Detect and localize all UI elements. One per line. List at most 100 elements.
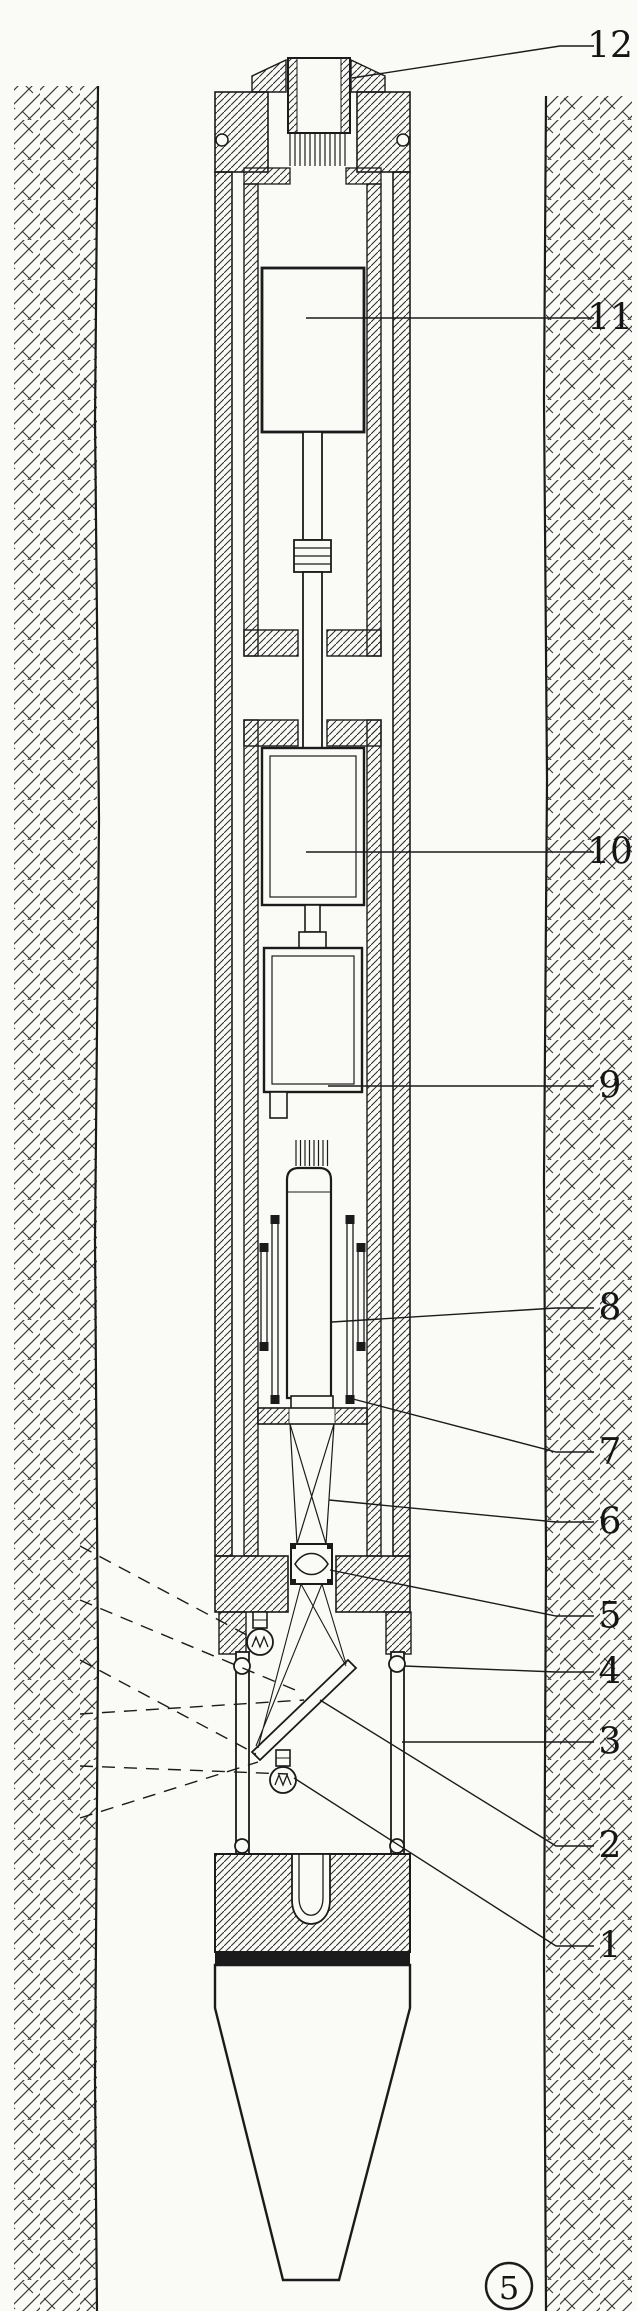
left-wall-boundary bbox=[93, 85, 101, 2311]
right-wall-hatching bbox=[546, 96, 632, 2311]
drive-shaft-lower bbox=[302, 571, 323, 749]
mid-wall-right bbox=[366, 719, 382, 1557]
middle-chamber bbox=[243, 719, 382, 1585]
part-label-4: 4 bbox=[599, 1652, 622, 1693]
mid-wall-left bbox=[243, 719, 259, 1557]
upper-lamp-bulb bbox=[246, 1628, 274, 1656]
connector-side-left bbox=[287, 57, 298, 134]
dashed-ray bbox=[79, 1659, 257, 1755]
dashed-ray bbox=[79, 1699, 305, 1715]
cable-connector-block bbox=[287, 57, 351, 134]
oring-left-4 bbox=[233, 1657, 251, 1675]
figure-number-text: 5 bbox=[499, 2269, 519, 2307]
part-label-7: 7 bbox=[599, 1432, 622, 1473]
part-label-3: 3 bbox=[599, 1722, 622, 1763]
guide-rails-7 bbox=[259, 1215, 366, 1404]
u-tube-inner bbox=[298, 1854, 324, 1916]
leader-4 bbox=[403, 1665, 594, 1673]
post-foot-ring-left bbox=[234, 1838, 250, 1854]
dashed-ray bbox=[79, 1545, 257, 1641]
upper-lamp bbox=[246, 1611, 274, 1656]
light-rays-solid bbox=[255, 1583, 347, 1749]
lower-lamp-filament bbox=[274, 1773, 292, 1787]
leader-5 bbox=[329, 1569, 594, 1617]
clamp-block-right bbox=[385, 1611, 412, 1655]
part-labels: 12 11 10 9 8 7 6 5 4 3 2 1 bbox=[587, 26, 633, 1967]
lens-screw bbox=[291, 1579, 296, 1584]
upper-chamber bbox=[243, 167, 382, 749]
leader-12 bbox=[351, 45, 594, 79]
head-cap-left bbox=[214, 91, 269, 173]
part-label-6: 6 bbox=[599, 1502, 622, 1543]
block-9-inner bbox=[271, 955, 355, 1085]
mid-top-right bbox=[326, 719, 382, 747]
rail-cap bbox=[356, 1243, 366, 1252]
chamber-wall-right bbox=[366, 183, 382, 657]
chamber-bottom-left bbox=[243, 629, 299, 657]
rail-cap bbox=[270, 1395, 280, 1404]
part-label-8: 8 bbox=[599, 1288, 622, 1329]
leader-7 bbox=[352, 1398, 594, 1453]
block-collar bbox=[298, 931, 327, 949]
rail-cap bbox=[259, 1243, 269, 1252]
lens-screw bbox=[291, 1544, 296, 1549]
part-label-10: 10 bbox=[587, 832, 633, 873]
lens-screw bbox=[327, 1579, 332, 1584]
borehole-left-wall bbox=[14, 85, 101, 2311]
leader-6 bbox=[328, 1499, 594, 1523]
bulkhead-hatch-right bbox=[334, 1407, 368, 1425]
part-label-11: 11 bbox=[587, 298, 633, 339]
leader-2 bbox=[319, 1699, 594, 1847]
part-label-5: 5 bbox=[599, 1596, 622, 1637]
dashed-ray bbox=[79, 1765, 289, 1775]
head-bolt-right bbox=[396, 133, 410, 147]
dashed-ray bbox=[79, 1599, 301, 1693]
chamber-wall-left bbox=[243, 183, 259, 657]
block-10 bbox=[260, 746, 366, 907]
housing-wall-right bbox=[392, 171, 411, 1557]
motor-block-11 bbox=[260, 266, 366, 434]
block-9-foot bbox=[269, 1091, 288, 1119]
leader-lines bbox=[293, 45, 594, 1947]
rail-cap bbox=[345, 1215, 355, 1224]
rail-cap bbox=[356, 1342, 366, 1351]
u-tube-outer bbox=[291, 1853, 331, 1925]
lens-screw bbox=[327, 1544, 332, 1549]
part-label-2: 2 bbox=[599, 1826, 622, 1867]
block-neck bbox=[304, 904, 321, 933]
drive-shaft-upper bbox=[302, 431, 323, 541]
housing-wall-left bbox=[214, 171, 233, 1557]
lens-5 bbox=[294, 1552, 329, 1576]
downhole-tool bbox=[213, 57, 412, 2282]
figure-number-circle bbox=[484, 2261, 534, 2311]
figure-number: 5 bbox=[484, 2261, 534, 2311]
mid-top-left bbox=[243, 719, 299, 747]
rail-left-inner bbox=[271, 1221, 279, 1397]
window-post-right-3 bbox=[390, 1651, 405, 1855]
window-post-left bbox=[235, 1651, 250, 1855]
mirror-2 bbox=[250, 1658, 358, 1762]
cable-wires bbox=[289, 134, 346, 166]
rail-cap bbox=[270, 1215, 280, 1224]
block-10-inner bbox=[269, 755, 357, 898]
phototube-8 bbox=[285, 1166, 333, 1400]
part-label-9: 9 bbox=[599, 1066, 622, 1107]
head-bolt-left bbox=[215, 133, 229, 147]
leader-8 bbox=[331, 1307, 594, 1323]
head-cap-right bbox=[356, 91, 411, 173]
oring-right-4 bbox=[388, 1655, 406, 1673]
chamber-top-left bbox=[243, 167, 291, 185]
optical-cone-6 bbox=[289, 1423, 335, 1545]
chamber-top-right bbox=[345, 167, 382, 185]
dashed-ray bbox=[79, 1761, 259, 1819]
rail-cap bbox=[345, 1395, 355, 1404]
lower-lamp-1 bbox=[269, 1749, 297, 1794]
leader-1 bbox=[293, 1777, 594, 1947]
rail-left-outer bbox=[260, 1249, 268, 1345]
rail-right-inner bbox=[346, 1221, 354, 1397]
joint-band bbox=[215, 1952, 410, 1965]
connector-side-right bbox=[340, 57, 351, 134]
light-rays-dashed bbox=[79, 1545, 305, 1819]
